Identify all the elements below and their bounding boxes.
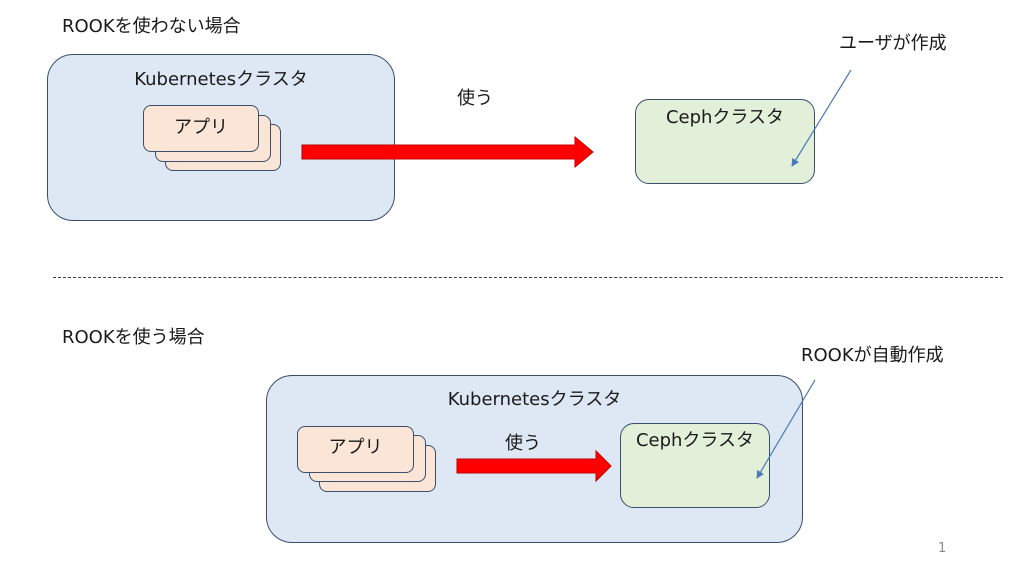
- annotation-user-created: ユーザが作成: [839, 33, 947, 54]
- app-card-front-bottom: [297, 426, 414, 473]
- app-card-front-top: [143, 105, 259, 152]
- heading-with-rook: ROOKを使う場合: [62, 327, 205, 348]
- uses-label-bottom: 使う: [505, 433, 541, 454]
- kubernetes-cluster-label-bottom: Kubernetesクラスタ: [447, 389, 622, 410]
- annotation-rook-created: ROOKが自動作成: [801, 345, 944, 366]
- ceph-cluster-label-top: Cephクラスタ: [665, 107, 785, 128]
- section-divider: [53, 277, 1003, 278]
- page-number: 1: [938, 541, 947, 556]
- uses-arrow-top: [301, 135, 594, 169]
- ceph-cluster-box-top: [635, 99, 815, 184]
- uses-arrow-bottom: [456, 449, 612, 483]
- ceph-cluster-box-bottom: [620, 423, 770, 508]
- uses-label-top: 使う: [457, 88, 493, 109]
- annotation-arrow-bottom: [756, 379, 816, 479]
- app-label-bottom: アプリ: [328, 437, 383, 458]
- app-label-top: アプリ: [174, 117, 228, 138]
- annotation-arrow-top: [791, 69, 852, 167]
- ceph-cluster-label-bottom: Cephクラスタ: [635, 430, 755, 451]
- kubernetes-cluster-label-top: Kubernetesクラスタ: [134, 69, 308, 90]
- heading-without-rook: ROOKを使わない場合: [62, 16, 241, 37]
